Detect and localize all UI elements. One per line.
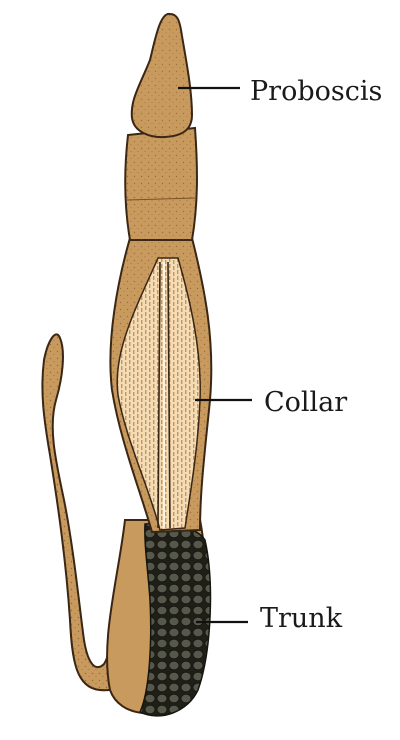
collar [110,238,211,532]
trunk-label: Trunk [260,603,342,634]
proboscis [125,14,197,240]
trunk-granular-region [140,524,210,716]
collar-label: Collar [264,387,347,418]
proboscis-label: Proboscis [250,76,382,107]
